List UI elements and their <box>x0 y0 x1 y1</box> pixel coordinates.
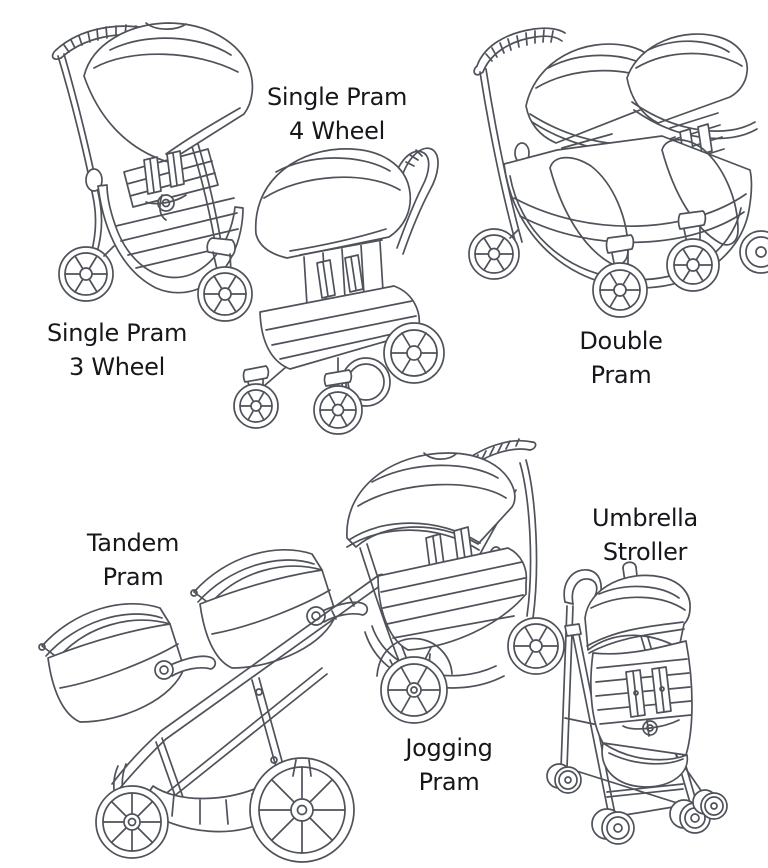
label-double-pram: Double Pram <box>530 324 712 392</box>
label-double-pram-line2: Pram <box>590 361 652 389</box>
figure-umbrella-stroller <box>543 556 768 868</box>
figure-tandem-pram <box>12 516 392 866</box>
label-double-pram-line1: Double <box>579 327 663 355</box>
tandem-pram-illustration <box>38 548 387 863</box>
label-single-pram-3-wheel-line1: Single Pram <box>46 319 188 347</box>
figure-single-pram-4-wheel <box>226 136 464 436</box>
label-tandem-pram-line1: Tandem <box>86 529 180 557</box>
double-pram-illustration <box>468 27 768 318</box>
label-jogging-pram-line1: Jogging <box>405 734 493 762</box>
jogging-pram-illustration <box>346 438 565 724</box>
label-jogging-pram: Jogging Pram <box>359 731 539 799</box>
figure-double-pram <box>462 16 768 322</box>
label-single-pram-4-wheel: Single Pram 4 Wheel <box>247 80 427 148</box>
label-single-pram-4-wheel-line2: 4 Wheel <box>289 117 385 145</box>
single-pram-3-wheel-illustration <box>51 22 254 322</box>
label-umbrella-stroller-line2: Stroller <box>602 538 688 566</box>
label-single-pram-3-wheel: Single Pram 3 Wheel <box>27 316 207 384</box>
figure-jogging-pram <box>330 426 568 726</box>
label-single-pram-4-wheel-line1: Single Pram <box>266 83 408 111</box>
single-pram-4-wheel-illustration <box>233 147 445 435</box>
label-jogging-pram-line2: Pram <box>418 768 480 796</box>
figure-single-pram-3-wheel <box>28 10 273 322</box>
label-tandem-pram: Tandem Pram <box>43 526 223 594</box>
label-single-pram-3-wheel-line2: 3 Wheel <box>69 353 165 381</box>
label-tandem-pram-line2: Pram <box>102 563 164 591</box>
label-umbrella-stroller-line1: Umbrella <box>592 504 698 532</box>
label-umbrella-stroller: Umbrella Stroller <box>555 501 735 569</box>
umbrella-stroller-illustration <box>546 561 728 845</box>
